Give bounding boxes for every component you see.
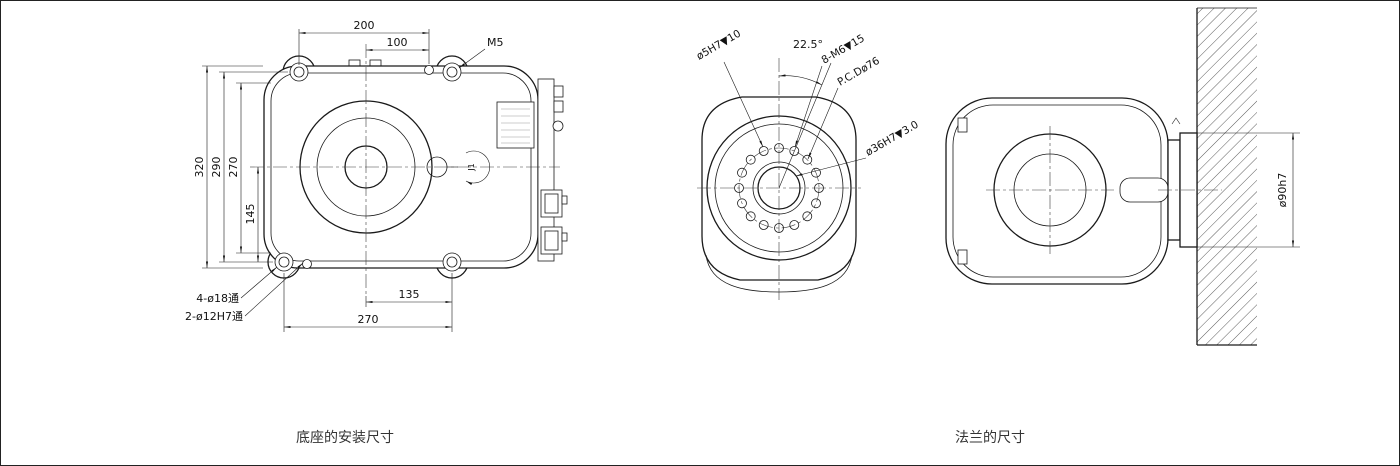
base-mounting-view: J1	[185, 19, 568, 332]
dim-135-label: 135	[399, 288, 420, 301]
base-top-dimensions: 200 100 M5	[298, 19, 504, 69]
base-dowel-hole	[424, 65, 434, 75]
j1-axis-label: J1	[467, 163, 476, 171]
base-left-dimensions: 320 290 270 145	[193, 65, 288, 269]
base-mount-holes	[274, 62, 462, 272]
base-bottom-dimensions: 135 270 4-ø18通 2-ø12H7通	[185, 262, 453, 332]
flange-housing-outline	[701, 96, 857, 281]
flange-view-caption: 法兰的尺寸	[955, 430, 1025, 446]
flange-side-view: ø90h7	[945, 7, 1300, 346]
dim-90h7-label: ø90h7	[1276, 173, 1289, 208]
dim-270-left-label: 270	[227, 157, 240, 178]
angle-dimension: 22.5°	[778, 38, 832, 189]
base-connector-panel	[537, 78, 568, 262]
dim-270-bottom-label: 270	[358, 313, 379, 326]
mounting-wall	[1196, 7, 1257, 346]
base-dowel-hole	[302, 259, 312, 269]
dowel-holes-callout: 2-ø12H7通	[185, 310, 243, 323]
base-nameplate	[496, 101, 535, 149]
wall-hatch-area	[1197, 8, 1257, 345]
mount-holes-callout: 4-ø18通	[196, 292, 239, 305]
m5-thread-label: M5	[487, 36, 504, 49]
dim-100-label: 100	[387, 36, 408, 49]
surface-finish-mark	[1171, 117, 1181, 125]
dim-145-label: 145	[244, 204, 257, 225]
base-view-caption: 底座的安装尺寸	[296, 430, 394, 446]
dim-290-label: 290	[210, 157, 223, 178]
dim-200-label: 200	[354, 19, 375, 32]
arm-screw-detail	[957, 249, 968, 265]
dim-320-label: 320	[193, 157, 206, 178]
arm-screw-detail	[957, 117, 968, 133]
flange-diameter-dimension: ø90h7	[1197, 132, 1300, 248]
angle-225-label: 22.5°	[793, 38, 823, 51]
